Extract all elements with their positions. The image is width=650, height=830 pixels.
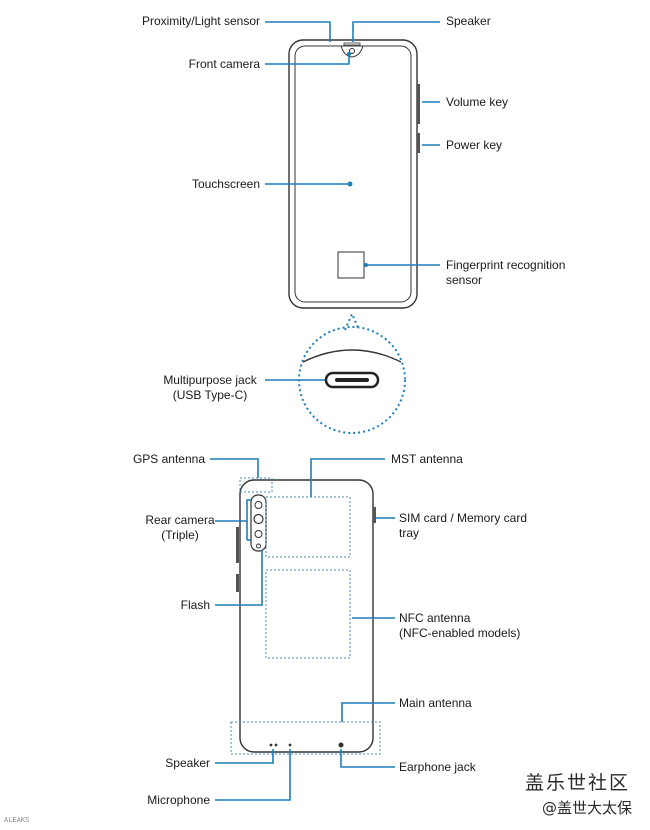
label-touchscreen: Touchscreen — [191, 177, 260, 191]
rear-lens-3 — [254, 530, 263, 538]
label-mst-antenna: MST antenna — [391, 452, 463, 466]
earphone-leader — [340, 749, 395, 768]
main-antenna-region — [230, 721, 381, 755]
label-fingerprint-2: sensor — [446, 273, 483, 287]
nfc-antenna-region — [265, 569, 351, 659]
power-key-shape — [417, 133, 420, 153]
zoom-phone-edge — [302, 349, 402, 363]
front-camera-lens — [349, 48, 355, 54]
label-power-key: Power key — [446, 138, 503, 152]
label-multipurpose-1: Multipurpose jack — [163, 373, 257, 387]
gps-leader — [210, 458, 259, 478]
microphone-hole — [288, 743, 292, 747]
label-fingerprint-1: Fingerprint recognition — [446, 258, 566, 272]
front-phone — [288, 39, 420, 309]
label-volume-key: Volume key — [446, 95, 509, 109]
back-callouts — [210, 458, 395, 801]
back-phone — [236, 479, 376, 753]
front-phone-screen — [294, 45, 412, 303]
label-microphone: Microphone — [147, 793, 210, 807]
watermark-source: ALEAKS — [4, 816, 30, 824]
volume-key-shape — [417, 84, 420, 124]
label-gps-antenna: GPS antenna — [132, 452, 205, 466]
back-phone-body — [239, 479, 374, 753]
watermark-community: 盖乐世社区 — [524, 772, 630, 794]
watermark-handle: @盖世大太保 — [541, 799, 632, 817]
bottom-speaker-hole-1 — [269, 743, 273, 747]
label-earphone-jack: Earphone jack — [399, 760, 476, 774]
mst-leader — [310, 458, 385, 497]
label-nfc-2: (NFC-enabled models) — [399, 626, 521, 640]
front-notch — [340, 45, 364, 58]
label-flash: Flash — [180, 598, 210, 612]
label-multipurpose-2: (USB Type-C) — [172, 388, 248, 402]
rear-lens-2 — [253, 513, 264, 525]
fingerprint-dot — [364, 263, 368, 267]
back-side-key-1 — [236, 527, 239, 563]
front-camera-dot — [347, 52, 351, 56]
rear-camera-bracket — [215, 499, 251, 522]
gps-antenna-region — [239, 477, 273, 493]
proximity-leader — [265, 21, 331, 42]
mst-antenna-region — [265, 496, 351, 558]
touchscreen-dot — [347, 181, 353, 187]
rear-lens-1 — [254, 501, 263, 509]
flash-leader — [215, 550, 263, 606]
zoom-pointer — [344, 311, 360, 331]
front-phone-body — [288, 39, 418, 309]
front-callouts — [265, 21, 440, 266]
label-speaker-top: Speaker — [446, 14, 491, 28]
usb-zoom-content — [265, 349, 402, 389]
usb-c-tongue — [335, 378, 369, 382]
speaker-bottom-leader — [215, 749, 274, 764]
sim-tray-shape — [373, 507, 376, 523]
flash-shape — [256, 543, 261, 549]
speaker-top-leader — [352, 21, 440, 42]
earphone-jack-hole — [338, 742, 344, 748]
label-speaker-bottom: Speaker — [165, 756, 210, 770]
label-sim-tray-1: SIM card / Memory card — [399, 511, 528, 525]
label-rear-camera-2: (Triple) — [161, 528, 199, 542]
label-sim-tray-2: tray — [399, 526, 420, 540]
main-antenna-leader — [341, 702, 395, 722]
microphone-leader — [215, 749, 291, 801]
front-callout-dots — [347, 52, 368, 267]
label-nfc-1: NFC antenna — [399, 611, 471, 625]
front-speaker-grille — [343, 42, 361, 46]
label-front-camera: Front camera — [188, 57, 260, 71]
bottom-speaker-hole-2 — [274, 743, 278, 747]
front-camera-leader — [265, 54, 350, 65]
fingerprint-sensor-area — [337, 251, 365, 279]
label-rear-camera-1: Rear camera — [145, 513, 215, 527]
label-proximity-sensor: Proximity/Light sensor — [141, 14, 260, 28]
antenna-regions — [230, 477, 381, 755]
label-main-antenna: Main antenna — [399, 696, 472, 710]
back-side-key-2 — [236, 574, 239, 592]
